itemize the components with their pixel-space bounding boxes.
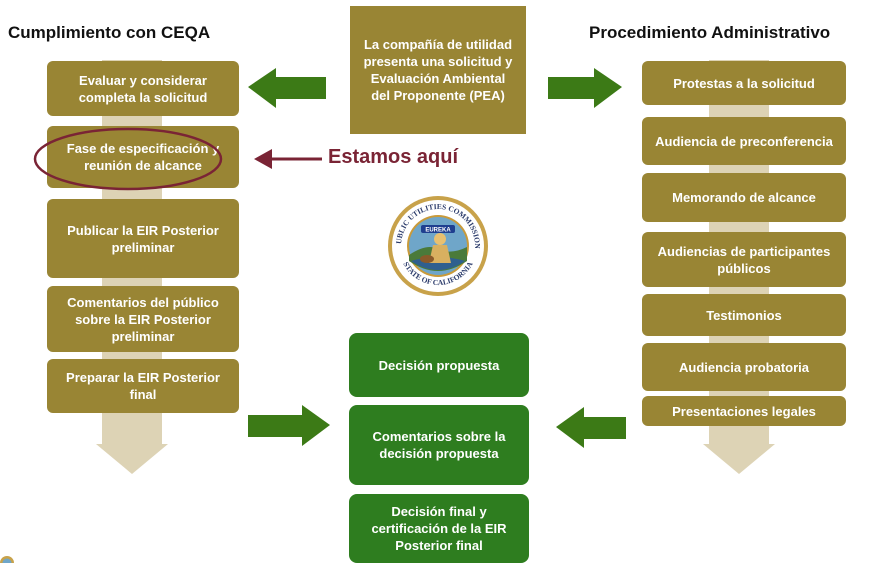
right-step-4: Audiencias de participantes públicos	[642, 232, 846, 287]
right-step-2: Audiencia de preconferencia	[642, 117, 846, 165]
center-step-1: Decisión propuesta	[349, 333, 529, 397]
right-step-1: Protestas a la solicitud	[642, 61, 846, 105]
left-column-title: Cumplimiento con CEQA	[8, 23, 211, 42]
right-track-arrowhead	[703, 444, 775, 474]
right-step-3: Memorando de alcance	[642, 173, 846, 222]
arrow-left-to-center	[248, 405, 330, 446]
right-step-7: Presentaciones legales	[642, 396, 846, 426]
arrow-right-to-center	[556, 407, 626, 448]
left-step-4: Comentarios del público sobre la EIR Pos…	[47, 286, 239, 352]
seal-banner-text: EUREKA	[425, 228, 451, 234]
arrow-to-right-column	[548, 68, 622, 108]
left-step-3: Publicar la EIR Posterior preliminar	[47, 199, 239, 278]
marker-arrow-head	[254, 149, 272, 169]
left-step-2: Fase de especificación y reunión de alca…	[47, 126, 239, 188]
right-step-6: Audiencia probatoria	[642, 343, 846, 391]
small-seal-icon	[0, 556, 14, 563]
center-step-2: Comentarios sobre la decisión propuesta	[349, 405, 529, 485]
left-track-arrowhead	[96, 444, 168, 474]
center-start-box: La compañía de utilidad presenta una sol…	[350, 6, 526, 134]
cpuc-seal-logo: EUREKA PUBLIC UTILITIES COMMISSION STATE…	[387, 195, 488, 296]
center-step-3: Decisión final y certificación de la EIR…	[349, 494, 529, 563]
left-step-1: Evaluar y considerar completa la solicit…	[47, 61, 239, 116]
we-are-here-label: Estamos aquí	[328, 146, 459, 168]
current-step-highlight-oval	[33, 127, 223, 191]
left-step-5: Preparar la EIR Posterior final	[47, 359, 239, 413]
right-step-5: Testimonios	[642, 294, 846, 336]
right-column-title: Procedimiento Administrativo	[589, 23, 831, 42]
arrow-to-left-column	[248, 68, 326, 108]
